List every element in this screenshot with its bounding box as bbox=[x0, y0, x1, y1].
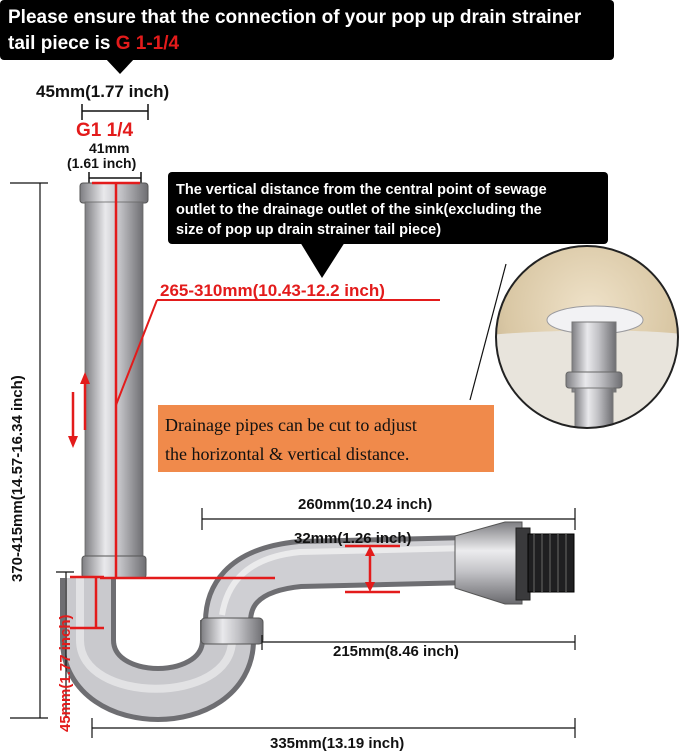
outlet-length-label: 260mm(10.24 inch) bbox=[298, 496, 432, 513]
total-width-dimension: 335mm(13.19 inch) bbox=[91, 718, 576, 752]
banner-line-2-highlight: G 1-1/4 bbox=[116, 33, 180, 54]
note-line-2: the horizontal & vertical distance. bbox=[165, 444, 409, 464]
pipe-diameter-dimension: 32mm(1.26 inch) bbox=[294, 530, 412, 547]
vertical-distance-callout: The vertical distance from the central p… bbox=[168, 172, 608, 278]
outlet-length-dimension: 260mm(10.24 inch) bbox=[201, 496, 576, 530]
bottom-height-dimension: 45mm(1.77 inch) bbox=[56, 571, 74, 732]
total-height-label: 370-415mm(14.57-16.34 inch) bbox=[9, 375, 26, 582]
inner-diameter-in: (1.61 inch) bbox=[67, 155, 136, 171]
callout-line-3: size of pop up drain strainer tail piece… bbox=[176, 222, 441, 238]
red-measurement-lines: 265-310mm(10.43-12.2 inch) bbox=[68, 181, 440, 630]
outer-diameter-dimension: 45mm(1.77 inch) G1 1/4 41mm (1.61 inch) bbox=[36, 82, 169, 184]
cut-to-adjust-note: Drainage pipes can be cut to adjust the … bbox=[158, 405, 494, 472]
banner-line-2-prefix: tail piece is bbox=[8, 33, 116, 54]
pipe-assembly bbox=[60, 182, 575, 722]
callout-line-2: outlet to the drainage outlet of the sin… bbox=[176, 202, 542, 218]
vertical-range-label: 265-310mm(10.43-12.2 inch) bbox=[160, 281, 385, 300]
callout-line-1: The vertical distance from the central p… bbox=[176, 182, 547, 198]
top-nut bbox=[79, 182, 149, 204]
slip-nut-vertical bbox=[81, 555, 147, 579]
vertical-tailpiece bbox=[84, 201, 144, 563]
horizontal-length-dimension: 215mm(8.46 inch) bbox=[261, 635, 576, 660]
outer-diameter-label: 45mm(1.77 inch) bbox=[36, 82, 169, 101]
top-banner: Please ensure that the connection of you… bbox=[0, 0, 614, 74]
slip-nut-trap bbox=[200, 617, 264, 645]
banner-line-1: Please ensure that the connection of you… bbox=[8, 7, 582, 28]
banner-line-2: tail piece is G 1-1/4 bbox=[8, 33, 180, 54]
total-width-label: 335mm(13.19 inch) bbox=[270, 735, 404, 752]
wall-flange bbox=[454, 521, 523, 605]
total-height-dimension: 370-415mm(14.57-16.34 inch) bbox=[9, 182, 48, 719]
thread-label: G1 1/4 bbox=[76, 120, 133, 141]
horizontal-length-label: 215mm(8.46 inch) bbox=[333, 643, 459, 660]
inner-diameter-mm: 41mm bbox=[89, 140, 129, 156]
sink-inset-photo bbox=[469, 245, 679, 429]
pipe-diameter-label: 32mm(1.26 inch) bbox=[294, 530, 412, 547]
note-line-1: Drainage pipes can be cut to adjust bbox=[165, 415, 417, 435]
bottom-height-label: 45mm(1.77 inch) bbox=[57, 614, 74, 732]
